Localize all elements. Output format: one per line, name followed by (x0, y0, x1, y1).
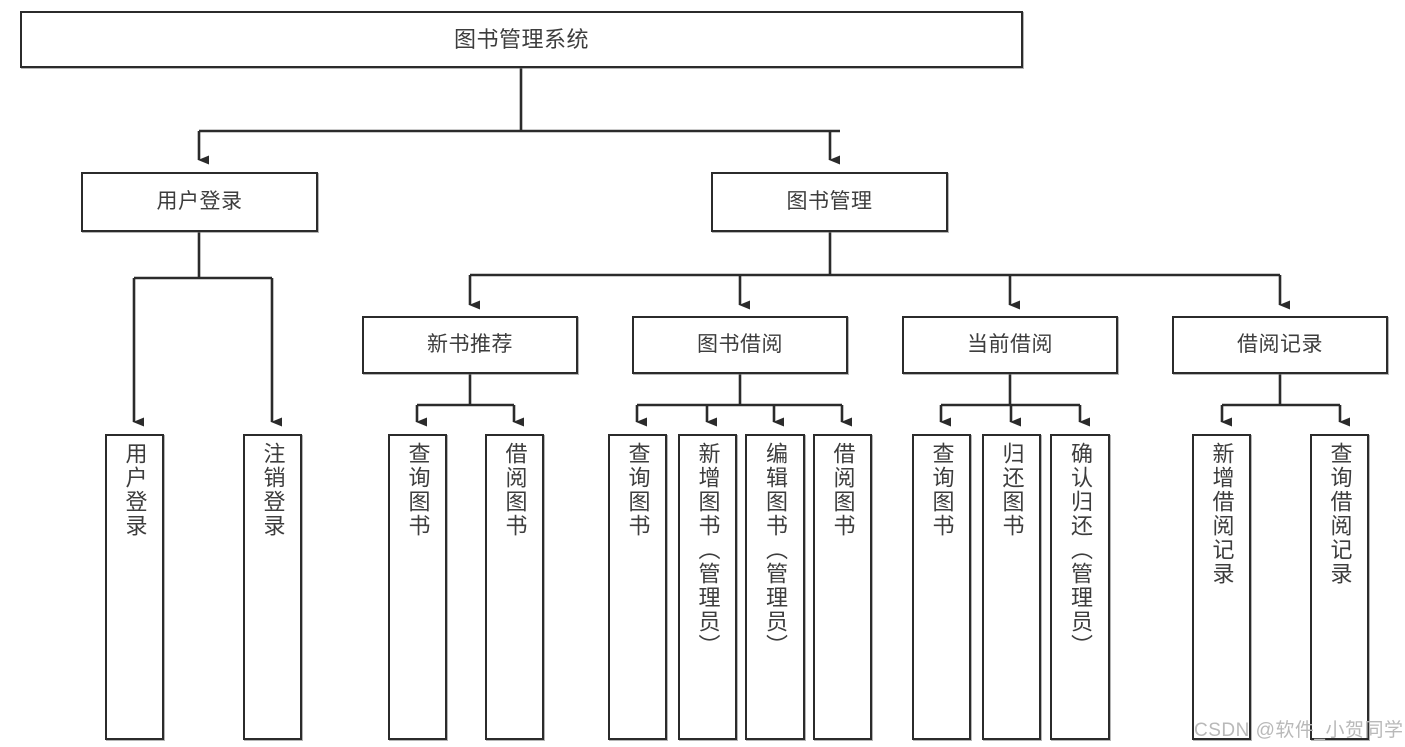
node-label: 新书推荐 (427, 332, 513, 356)
node-label: 用户登录 (122, 442, 148, 538)
node-label: 确认归还（管理员） (1068, 442, 1093, 658)
node-label: 编辑图书（管理员） (763, 442, 788, 658)
node-label: 借阅记录 (1237, 332, 1323, 356)
node-label: 借阅图书 (830, 442, 856, 538)
node-label: 借阅图书 (502, 442, 528, 538)
node-leaf-user-login-login[interactable]: 用户登录 (105, 434, 164, 740)
node-label: 图书管理系统 (453, 26, 589, 52)
node-label: 查询图书 (405, 442, 431, 538)
node-label: 当前借阅 (967, 332, 1053, 356)
node-leaf-current-confirm-return-admin[interactable]: 确认归还（管理员） (1050, 434, 1110, 740)
node-leaf-current-query-book[interactable]: 查询图书 (912, 434, 971, 740)
node-root-book-management-system[interactable]: 图书管理系统 (20, 11, 1023, 68)
node-label: 新增图书（管理员） (695, 442, 721, 658)
node-book-management[interactable]: 图书管理 (711, 172, 948, 232)
node-leaf-borrow-edit-book-admin[interactable]: 编辑图书（管理员） (745, 434, 805, 740)
node-book-borrow[interactable]: 图书借阅 (632, 316, 848, 374)
node-leaf-recommend-query-book[interactable]: 查询图书 (388, 434, 447, 740)
node-leaf-borrow-add-book-admin[interactable]: 新增图书（管理员） (678, 434, 737, 740)
node-label: 新增借阅记录 (1209, 442, 1235, 586)
node-label: 查询图书 (929, 442, 955, 538)
node-leaf-current-return-book[interactable]: 归还图书 (982, 434, 1041, 740)
node-label: 图书借阅 (697, 332, 783, 356)
node-leaf-record-query-record[interactable]: 查询借阅记录 (1310, 434, 1369, 740)
node-label: 查询借阅记录 (1327, 442, 1353, 586)
node-leaf-borrow-borrow-book[interactable]: 借阅图书 (813, 434, 872, 740)
node-label: 注销登录 (260, 442, 286, 538)
node-leaf-borrow-query-book[interactable]: 查询图书 (608, 434, 667, 740)
node-label: 图书管理 (786, 189, 873, 213)
node-leaf-record-add-record[interactable]: 新增借阅记录 (1192, 434, 1251, 740)
node-user-login[interactable]: 用户登录 (81, 172, 318, 232)
node-new-book-recommend[interactable]: 新书推荐 (362, 316, 578, 374)
node-label: 用户登录 (156, 189, 243, 213)
node-leaf-recommend-borrow-book[interactable]: 借阅图书 (485, 434, 544, 740)
node-label: 查询图书 (625, 442, 651, 538)
node-leaf-user-login-logout[interactable]: 注销登录 (243, 434, 302, 740)
node-label: 归还图书 (999, 442, 1025, 538)
node-borrow-record[interactable]: 借阅记录 (1172, 316, 1388, 374)
node-current-borrow[interactable]: 当前借阅 (902, 316, 1118, 374)
